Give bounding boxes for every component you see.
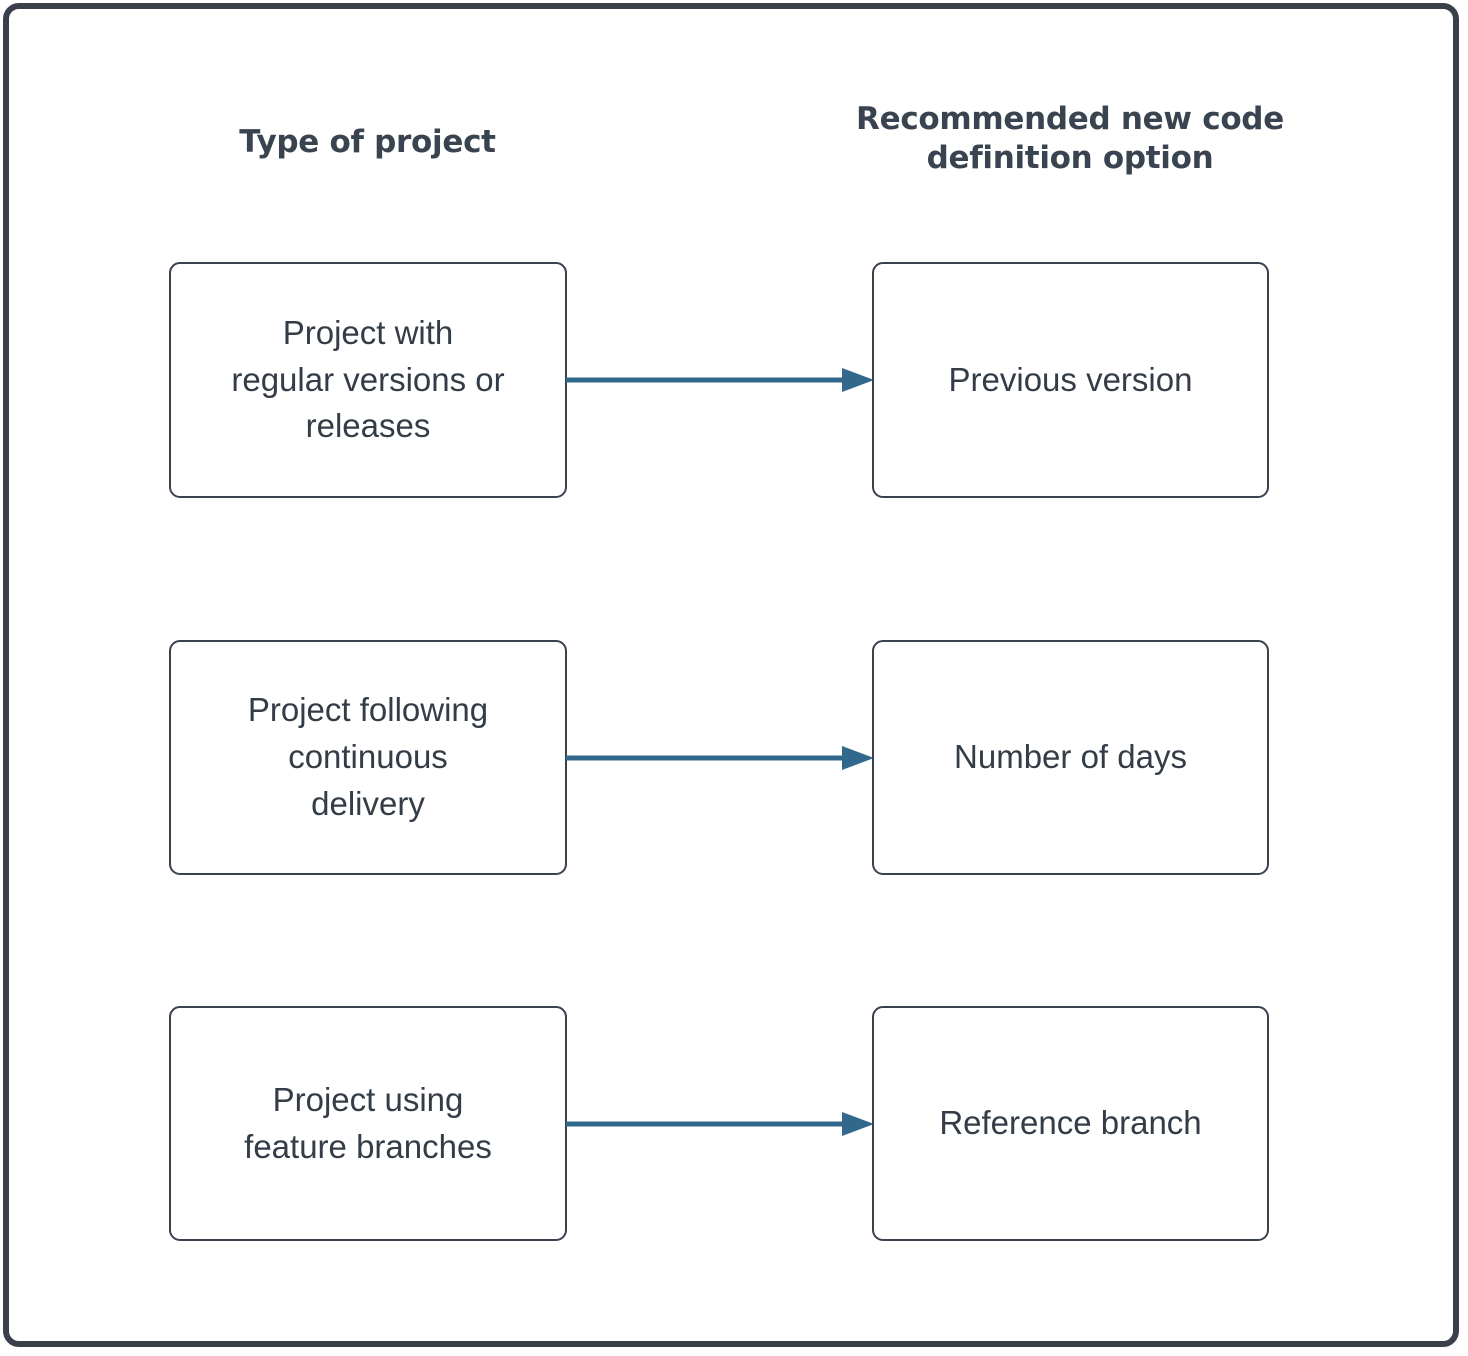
arrow-right-icon xyxy=(566,368,874,392)
arrow-connector-row-2 xyxy=(566,743,874,773)
source-box-row-1[interactable]: Project with regular versions or release… xyxy=(169,262,567,498)
target-box-label-row-3: Reference branch xyxy=(939,1104,1202,1142)
target-box-row-1[interactable]: Previous version xyxy=(872,262,1269,498)
arrow-right-icon xyxy=(566,1112,874,1136)
arrow-connector-row-1 xyxy=(566,365,874,395)
arrow-connector-row-3 xyxy=(566,1109,874,1139)
arrow-right-icon xyxy=(566,746,874,770)
target-box-label-row-1: Previous version xyxy=(948,360,1193,398)
column-header-type-of-project: Type of project xyxy=(239,124,496,160)
column-header-recommended-option: Recommended new code definition option xyxy=(856,101,1284,176)
source-box-row-2[interactable]: Project following continuous delivery xyxy=(169,640,567,875)
target-box-label-row-2: Number of days xyxy=(954,738,1187,776)
source-box-label-row-3: Project using feature branches xyxy=(244,1080,492,1165)
target-box-row-3[interactable]: Reference branch xyxy=(872,1006,1269,1241)
source-box-row-3[interactable]: Project using feature branches xyxy=(169,1006,567,1241)
source-box-label-row-1: Project with regular versions or release… xyxy=(231,313,505,445)
target-box-row-2[interactable]: Number of days xyxy=(872,640,1269,875)
diagram-frame-border xyxy=(3,3,1459,1347)
source-box-label-row-2: Project following continuous delivery xyxy=(247,691,489,822)
